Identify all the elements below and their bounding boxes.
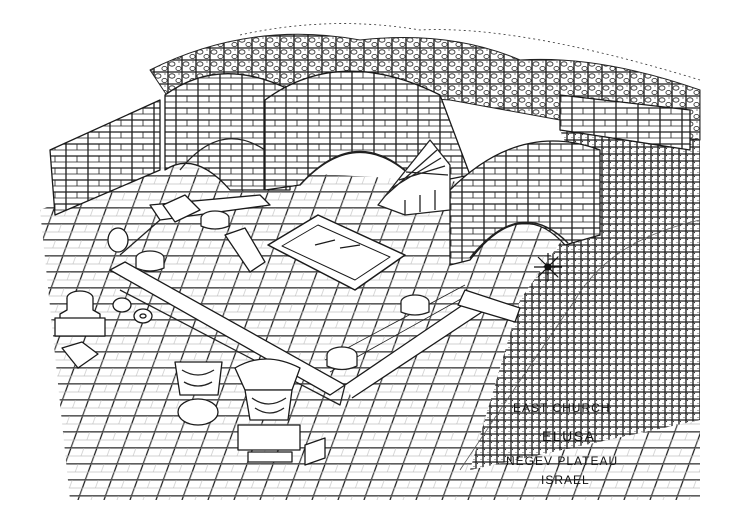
standing-column <box>234 358 326 466</box>
fallen-fragments <box>61 194 266 369</box>
caption-tilde-mark: ~ <box>558 441 567 455</box>
stairs <box>377 139 451 216</box>
caption-country: ISRAEL <box>541 473 590 487</box>
right-wall-fragment <box>457 289 521 323</box>
left-outer-wall <box>49 99 161 216</box>
back-right-wall <box>559 94 691 151</box>
left-pedestal <box>54 290 106 337</box>
caption-site-name: ELUSA <box>542 428 596 444</box>
mosaic-panel <box>267 214 406 291</box>
column-bases <box>135 210 430 371</box>
right-apse <box>449 140 601 266</box>
fallen-capital <box>174 361 223 426</box>
caption-region: NEGEV PLATEAU <box>506 454 619 468</box>
star-symbol <box>534 253 562 281</box>
sand-slope <box>470 95 700 470</box>
caption-east-church: EAST CHURCH <box>513 401 611 415</box>
